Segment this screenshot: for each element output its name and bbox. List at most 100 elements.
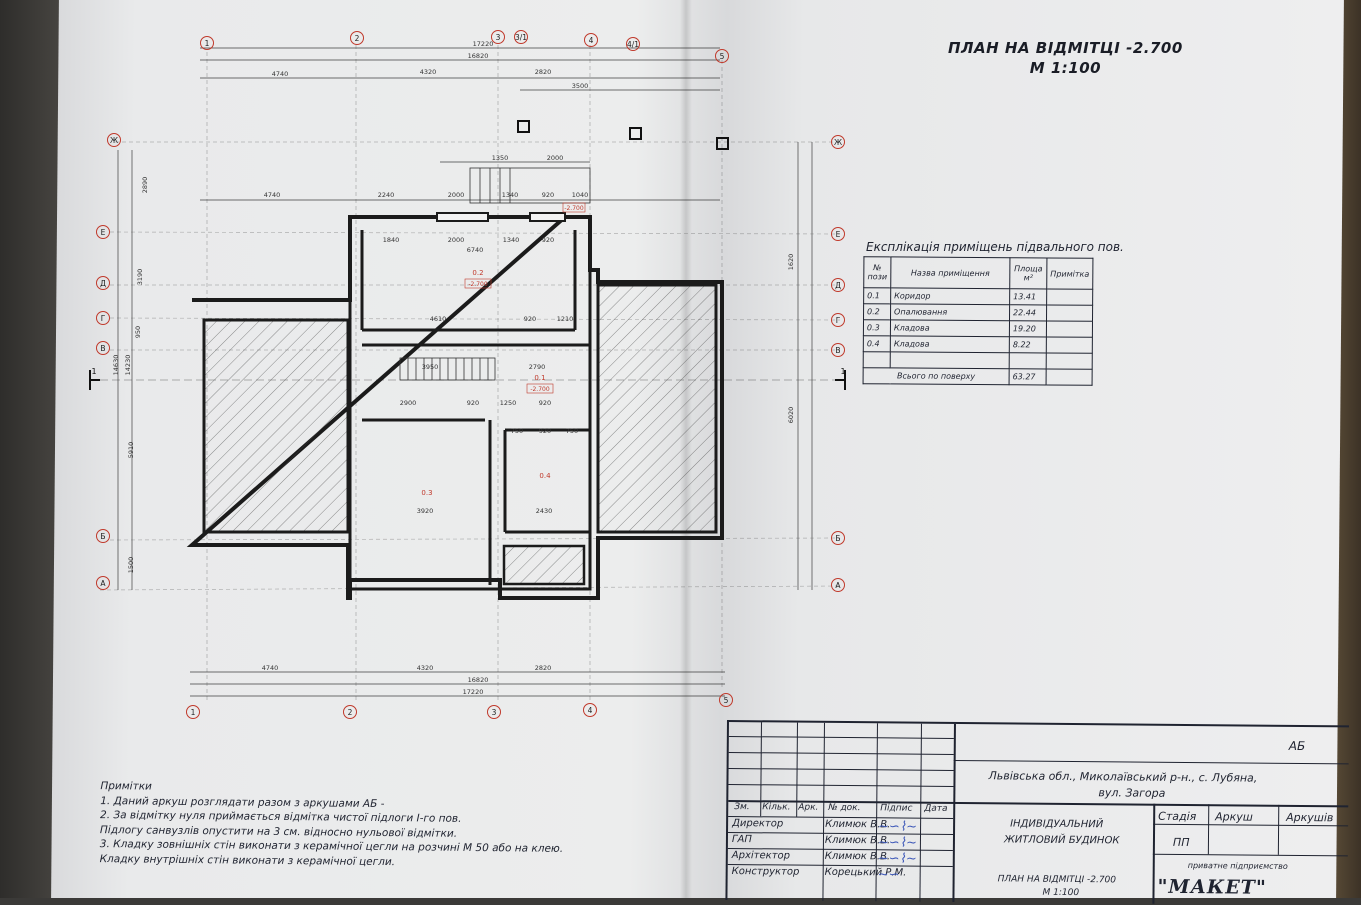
axis-right-0-label: Ж — [834, 138, 842, 147]
stamp-code: АБ — [1288, 738, 1306, 754]
dimension-label: 16820 — [468, 676, 489, 684]
dimension-label: 2430 — [536, 507, 553, 515]
room-note — [1046, 304, 1093, 322]
room-area: 22.44 — [1009, 304, 1047, 321]
axis-left-0-bubble — [107, 133, 121, 147]
axis-bottom-3-label: 4 — [588, 706, 593, 715]
explication-title: Експлікація приміщень підвального пов. — [866, 240, 1124, 254]
axis-left-4-label: В — [100, 344, 105, 353]
room-name: Коридор — [890, 287, 1010, 305]
dimension-label: 1040 — [572, 191, 589, 199]
stamp-sheets-label: Аркушів — [1286, 810, 1334, 825]
axis-top-4-label: 4 — [589, 36, 594, 45]
axis-top-5-bubble — [626, 37, 640, 51]
company-logo: "МАКЕТ" — [1157, 875, 1267, 899]
plan-title-line1: ПЛАН НА ВІДМІТЦІ -2.700 — [948, 39, 1183, 57]
axis-bottom-2-bubble — [487, 705, 501, 719]
dimension-label: 1620 — [787, 254, 795, 271]
dimension-label: 6740 — [467, 246, 484, 254]
dimension-label: 1840 — [383, 236, 400, 244]
total-label: Всього по поверху — [863, 367, 1010, 385]
dimension-label: 2820 — [535, 664, 552, 672]
explication-header-name: Назва приміщення — [890, 256, 1010, 289]
axis-right-0-bubble — [831, 135, 845, 149]
axis-right-3-bubble — [831, 313, 845, 327]
axis-right-6-label: А — [835, 581, 841, 590]
axis-bottom-0-label: 1 — [191, 708, 196, 717]
stamp-header-doc: № док. — [828, 802, 861, 814]
dimension-label: 920 — [542, 191, 554, 199]
dimension-label: 3190 — [136, 269, 144, 286]
stamp-address-line1: Львівська обл., Миколаївський р-н., с. Л… — [988, 769, 1258, 785]
stamp-header-date: Дата — [924, 803, 948, 814]
axis-top-6-bubble — [715, 49, 729, 63]
axis-top-0-bubble — [200, 36, 214, 50]
dimension-label: 950 — [134, 326, 142, 338]
level-mark-frame — [562, 202, 586, 213]
stamp-address-line2: вул. Загора — [1098, 786, 1166, 800]
axis-left-2-bubble — [96, 276, 110, 290]
stamp-object-line2: ЖИТЛОВИЙ БУДИНОК — [1003, 834, 1120, 847]
dimension-label: 4740 — [262, 664, 279, 672]
room-level-0.1: -2.700 — [530, 386, 550, 393]
stamp-company-type: приватне підприємство — [1187, 861, 1288, 871]
dimension-label: 6020 — [787, 407, 795, 424]
axis-top-0-label: 1 — [205, 39, 210, 48]
dimension-label: 17220 — [473, 40, 494, 48]
axis-left-3-bubble — [96, 311, 110, 325]
signature-mark: ~∽⌇~ — [877, 851, 917, 867]
room-no: 0.2 — [863, 303, 891, 320]
dimension-label: 14630 — [112, 355, 120, 376]
axis-top-3-bubble — [514, 30, 528, 44]
dimension-label: 4740 — [264, 191, 281, 199]
level-mark-frame — [464, 278, 492, 289]
axis-bottom-0-bubble — [186, 705, 200, 719]
room-area: 19.20 — [1009, 320, 1047, 337]
dimension-label: 920 — [542, 236, 554, 244]
explication-table: № пози Назва приміщення Площа м² Примітк… — [863, 256, 1094, 386]
room-note — [1046, 320, 1093, 338]
axis-left-3-label: Г — [101, 314, 106, 323]
stamp-role: Архітектор — [731, 850, 791, 862]
axis-top-1-label: 2 — [355, 34, 360, 43]
axis-left-0-label: Ж — [110, 136, 118, 145]
dimension-label: 2820 — [535, 68, 552, 76]
dimension-label: 17220 — [463, 688, 484, 696]
dimension-label: 4740 — [272, 70, 289, 78]
axis-bottom-1-label: 2 — [348, 708, 353, 717]
room-label-0.1: 0.1 — [534, 374, 545, 382]
axis-bottom-4-bubble — [719, 693, 733, 707]
stamp-role: Конструктор — [731, 866, 800, 878]
stamp-header-sheet: Арк. — [798, 802, 819, 813]
dimension-label: 4320 — [420, 68, 437, 76]
room-no: 0.3 — [863, 319, 891, 336]
axis-bottom-4-label: 5 — [724, 696, 729, 705]
axis-bottom-3-bubble — [583, 703, 597, 717]
axis-left-6-bubble — [96, 576, 110, 590]
plan-title-scale: М 1:100 — [1029, 59, 1102, 77]
axis-top-6-label: 5 — [720, 52, 725, 61]
axis-right-6-bubble — [831, 578, 845, 592]
explication-header-note: Примітка — [1046, 257, 1093, 290]
axis-left-5-bubble — [96, 529, 110, 543]
stamp-object-line1: ІНДИВІДУАЛЬНИЙ — [1010, 818, 1104, 831]
axis-top-5-label: 4/1 — [627, 40, 639, 49]
axis-right-3-label: Г — [836, 316, 841, 325]
room-no: 0.4 — [863, 335, 891, 352]
room-note — [1046, 352, 1093, 370]
dimension-label: 3500 — [572, 82, 589, 90]
dimension-label: 2900 — [400, 399, 417, 407]
axis-right-2-label: Д — [835, 281, 841, 290]
axis-top-1-bubble — [350, 31, 364, 45]
dimension-label: 3920 — [417, 507, 434, 515]
stamp-role: Директор — [732, 818, 784, 830]
room-label-0.4: 0.4 — [539, 472, 551, 480]
dimension-label: 2000 — [547, 154, 564, 162]
explication-header-no: № пози — [863, 256, 891, 288]
dimension-label: 3950 — [422, 363, 439, 371]
room-note — [1046, 336, 1093, 354]
